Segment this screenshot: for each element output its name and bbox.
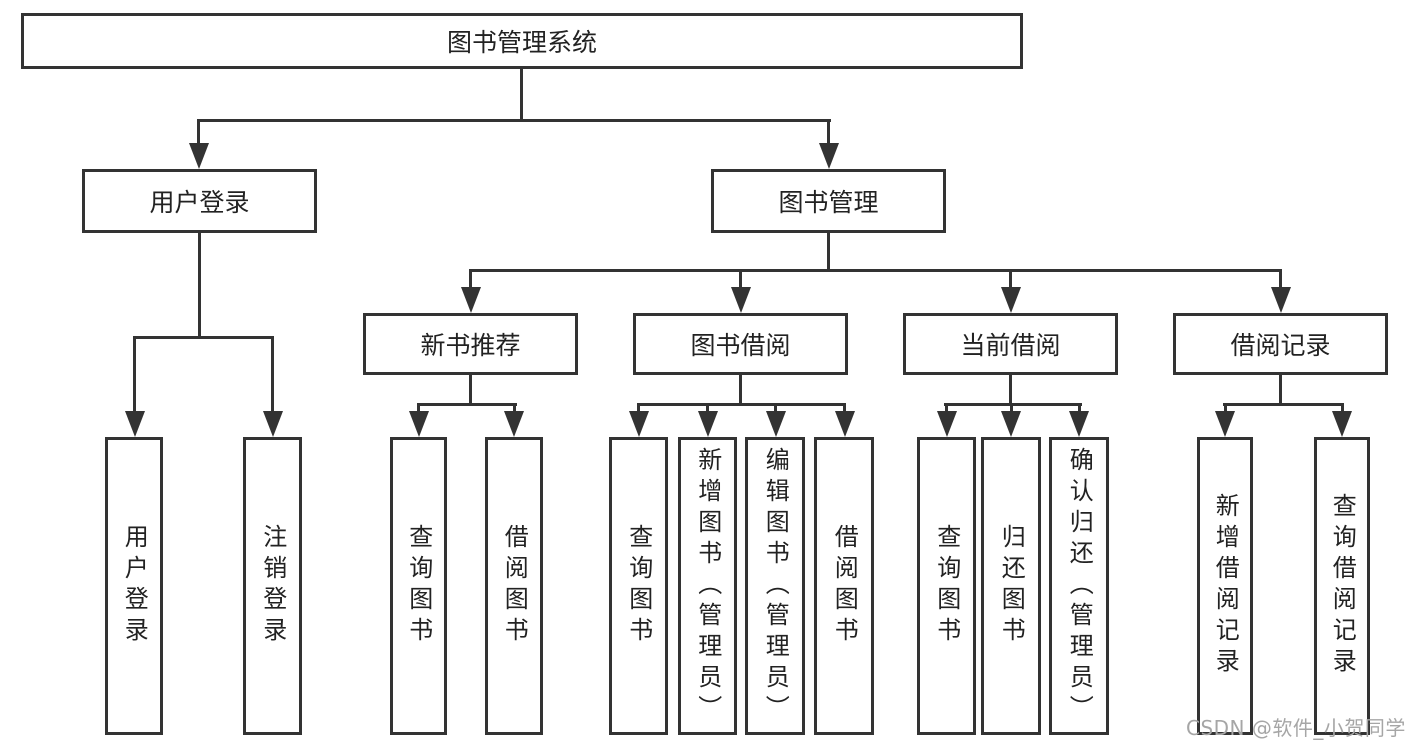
- arrowhead-down-icon: [731, 287, 751, 313]
- arrowhead-down-icon: [835, 411, 855, 437]
- connector-borrow-drop: [739, 269, 742, 293]
- connector-newrec-stem: [469, 375, 472, 405]
- connector-current-drop: [1009, 269, 1012, 293]
- node-book-management-label: 图书管理: [778, 188, 879, 217]
- leaf-user-login: 用户登录: [105, 437, 163, 735]
- connector-leaf-drop: [1224, 403, 1227, 413]
- connector-login-leaf-drop: [133, 336, 136, 416]
- connector-record-crossbar: [1223, 403, 1344, 406]
- connector-record-drop: [1279, 269, 1282, 293]
- node-user-login-label: 用户登录: [149, 188, 250, 217]
- connector-userlogin-crossbar: [133, 336, 274, 339]
- leaf-newrec-borrow-book-label: 借阅图书: [500, 524, 529, 648]
- leaf-newrec-query-book-label: 查询图书: [404, 524, 433, 648]
- arrowhead-down-icon: [461, 287, 481, 313]
- leaf-newrec-borrow-book: 借阅图书: [485, 437, 543, 735]
- leaf-logout-label: 注销登录: [258, 524, 287, 648]
- node-root-label: 图书管理系统: [446, 28, 597, 57]
- node-new-book-recommend: 新书推荐: [363, 313, 578, 375]
- node-current-borrow: 当前借阅: [903, 313, 1118, 375]
- arrowhead-down-icon: [698, 411, 718, 437]
- node-borrow-record: 借阅记录: [1173, 313, 1388, 375]
- arrowhead-down-icon: [189, 143, 209, 169]
- leaf-current-return-book-label: 归还图书: [997, 524, 1026, 648]
- connector-leaf-drop: [513, 403, 516, 413]
- connector-root-stem: [520, 69, 523, 121]
- node-user-login: 用户登录: [82, 169, 317, 233]
- leaf-current-return-book: 归还图书: [981, 437, 1041, 735]
- arrowhead-down-icon: [1001, 287, 1021, 313]
- leaf-newrec-query-book: 查询图书: [390, 437, 447, 735]
- arrowhead-down-icon: [1271, 287, 1291, 313]
- arrowhead-down-icon: [263, 411, 283, 437]
- connector-record-stem: [1279, 375, 1282, 405]
- connector-leaf-drop: [945, 403, 948, 413]
- node-current-borrow-label: 当前借阅: [960, 331, 1061, 360]
- node-book-management: 图书管理: [711, 169, 946, 233]
- leaf-logout: 注销登录: [243, 437, 302, 735]
- leaf-current-confirm-return-admin: 确认归还（管理员）: [1049, 437, 1109, 735]
- connector-bookmgmt-crossbar: [469, 269, 1282, 272]
- connector-newrec-crossbar: [417, 403, 517, 406]
- node-book-borrow-label: 图书借阅: [690, 331, 791, 360]
- arrowhead-down-icon: [819, 143, 839, 169]
- connector-bookmgmt-stem: [827, 233, 830, 271]
- leaf-borrow-add-book-admin-label: 新增图书（管理员）: [693, 446, 722, 726]
- connector-root-crossbar: [197, 119, 831, 122]
- connector-leaf-drop: [417, 403, 420, 413]
- leaf-current-confirm-return-admin-label: 确认归还（管理员）: [1065, 446, 1094, 726]
- leaf-user-login-label: 用户登录: [120, 524, 149, 648]
- connector-leaf-drop: [1078, 403, 1081, 413]
- connector-leaf-drop: [843, 403, 846, 413]
- arrowhead-down-icon: [125, 411, 145, 437]
- connector-current-crossbar: [944, 403, 1082, 406]
- leaf-borrow-add-book-admin: 新增图书（管理员）: [678, 437, 737, 735]
- arrowhead-down-icon: [1001, 411, 1021, 437]
- node-book-borrow: 图书借阅: [633, 313, 848, 375]
- leaf-borrow-edit-book-admin-label: 编辑图书（管理员）: [761, 446, 790, 726]
- connector-leaf-drop: [706, 403, 709, 413]
- arrowhead-down-icon: [937, 411, 957, 437]
- connector-bookmgmt-drop: [827, 119, 830, 147]
- leaf-record-add-borrow-record: 新增借阅记录: [1197, 437, 1253, 735]
- leaf-borrow-borrow-book-label: 借阅图书: [830, 524, 859, 648]
- arrowhead-down-icon: [504, 411, 524, 437]
- connector-current-stem: [1009, 375, 1012, 405]
- csdn-watermark: CSDN @软件_小贺同学: [1186, 716, 1405, 740]
- leaf-record-add-borrow-record-label: 新增借阅记录: [1211, 493, 1240, 679]
- leaf-record-query-borrow-record-label: 查询借阅记录: [1328, 493, 1357, 679]
- connector-logout-leaf-drop: [271, 336, 274, 416]
- leaf-borrow-query-book-label: 查询图书: [624, 524, 653, 648]
- connector-userlogin-drop: [197, 119, 200, 147]
- node-root-library-system: 图书管理系统: [21, 13, 1023, 69]
- connector-leaf-drop: [774, 403, 777, 413]
- connector-leaf-drop: [1010, 403, 1013, 413]
- leaf-borrow-borrow-book: 借阅图书: [814, 437, 874, 735]
- connector-leaf-drop: [1341, 403, 1344, 413]
- leaf-borrow-query-book: 查询图书: [609, 437, 668, 735]
- arrowhead-down-icon: [1069, 411, 1089, 437]
- connector-leaf-drop: [637, 403, 640, 413]
- leaf-current-query-book-label: 查询图书: [932, 524, 961, 648]
- arrowhead-down-icon: [766, 411, 786, 437]
- arrowhead-down-icon: [409, 411, 429, 437]
- leaf-record-query-borrow-record: 查询借阅记录: [1314, 437, 1370, 735]
- connector-borrow-stem: [739, 375, 742, 405]
- node-borrow-record-label: 借阅记录: [1230, 331, 1331, 360]
- connector-borrow-crossbar: [637, 403, 846, 406]
- connector-newrec-drop: [469, 269, 472, 293]
- leaf-current-query-book: 查询图书: [917, 437, 976, 735]
- connector-userlogin-stem: [198, 233, 201, 337]
- node-new-book-recommend-label: 新书推荐: [420, 331, 521, 360]
- arrowhead-down-icon: [1332, 411, 1352, 437]
- arrowhead-down-icon: [1215, 411, 1235, 437]
- leaf-borrow-edit-book-admin: 编辑图书（管理员）: [745, 437, 805, 735]
- arrowhead-down-icon: [629, 411, 649, 437]
